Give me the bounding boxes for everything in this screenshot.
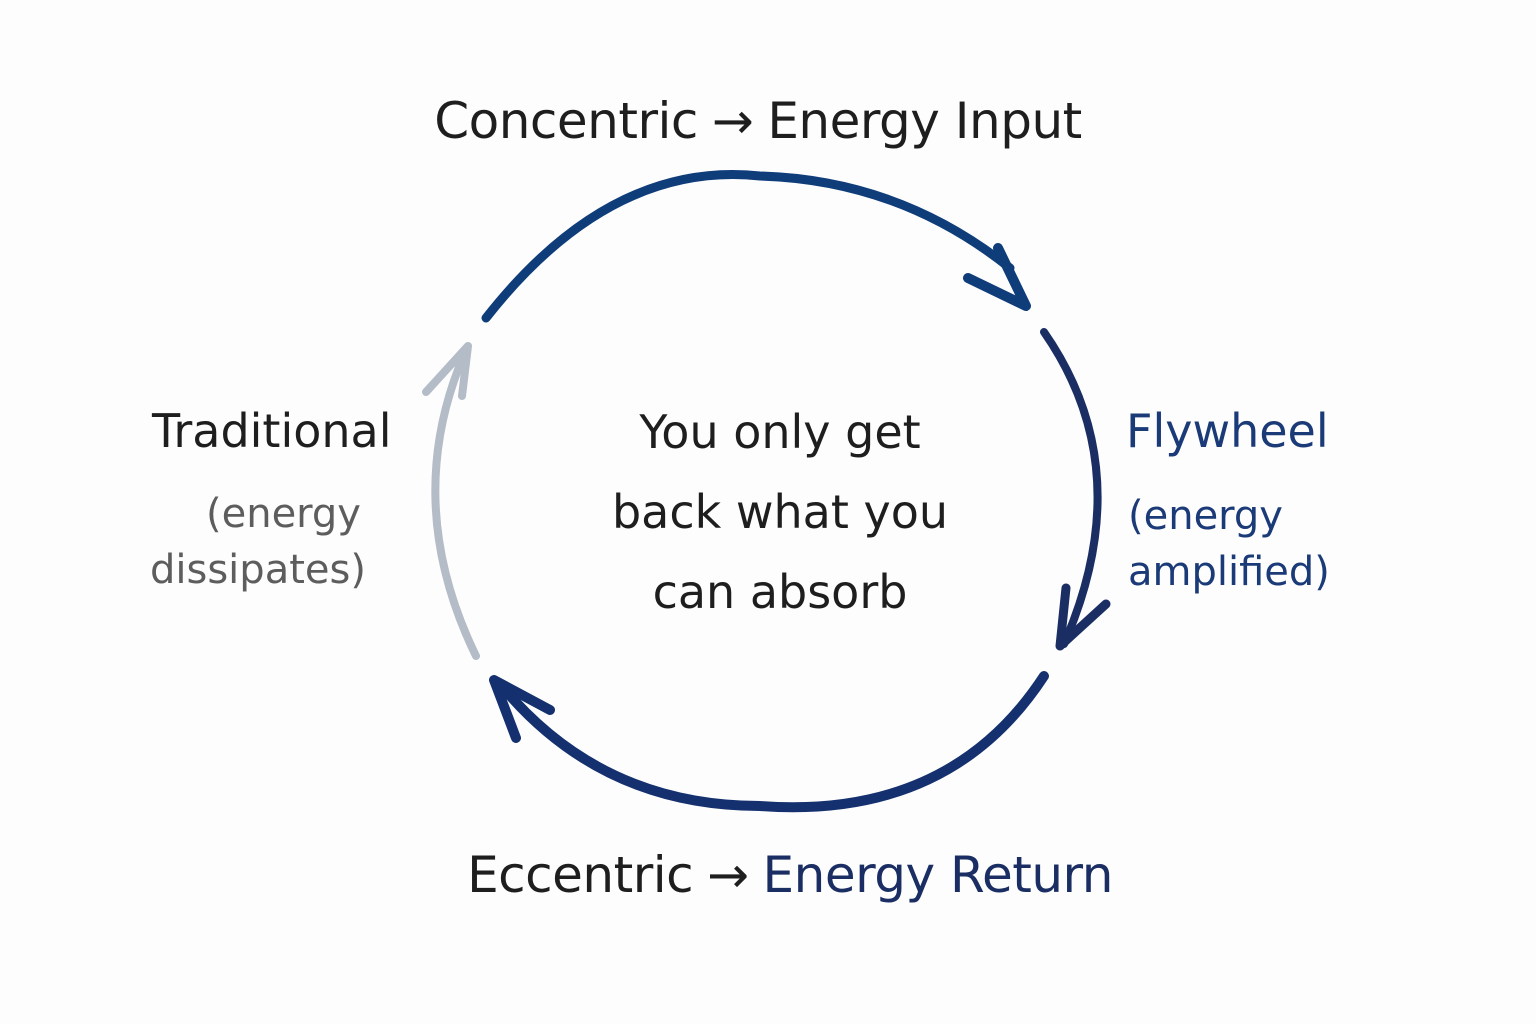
bottom-arc <box>495 671 1049 813</box>
flywheel-sublabel: (energy amplified) <box>1128 488 1330 600</box>
traditional-sublabel: (energy dissipates) <box>150 486 366 598</box>
right-arc <box>1040 328 1102 648</box>
flywheel-label: Flywheel <box>1126 404 1329 458</box>
traditional-label: Traditional <box>152 404 392 458</box>
top-label: Concentric→Energy Input <box>0 96 1516 146</box>
center-caption-line-3: can absorb <box>652 565 908 619</box>
center-caption-line-2: back what you <box>611 485 949 539</box>
flywheel-sublabel-line-1: (energy <box>1128 493 1283 539</box>
bottom-label-right: Energy Return <box>762 846 1114 904</box>
bottom-label-left: Eccentric <box>467 846 694 904</box>
top-label-arrow: → <box>711 92 754 150</box>
flywheel-sublabel-line-2: amplified) <box>1128 549 1330 595</box>
top-label-right: Energy Input <box>767 92 1082 150</box>
center-caption-line-1: You only get <box>639 405 921 459</box>
top-arc <box>481 170 1015 323</box>
bottom-label: Eccentric→Energy Return <box>0 850 1536 900</box>
bottom-label-arrow: → <box>707 846 749 904</box>
center-caption: You only get back what you can absorb <box>560 392 1000 632</box>
bottom-arrowhead <box>489 675 555 743</box>
left-arc <box>431 346 480 660</box>
right-arrowhead <box>1055 583 1111 651</box>
traditional-sublabel-line-1: (energy <box>206 491 361 537</box>
top-label-left: Concentric <box>434 92 698 150</box>
traditional-sublabel-line-2: dissipates) <box>150 547 366 593</box>
left-arrowhead <box>422 342 472 400</box>
top-arrowhead <box>963 243 1031 311</box>
